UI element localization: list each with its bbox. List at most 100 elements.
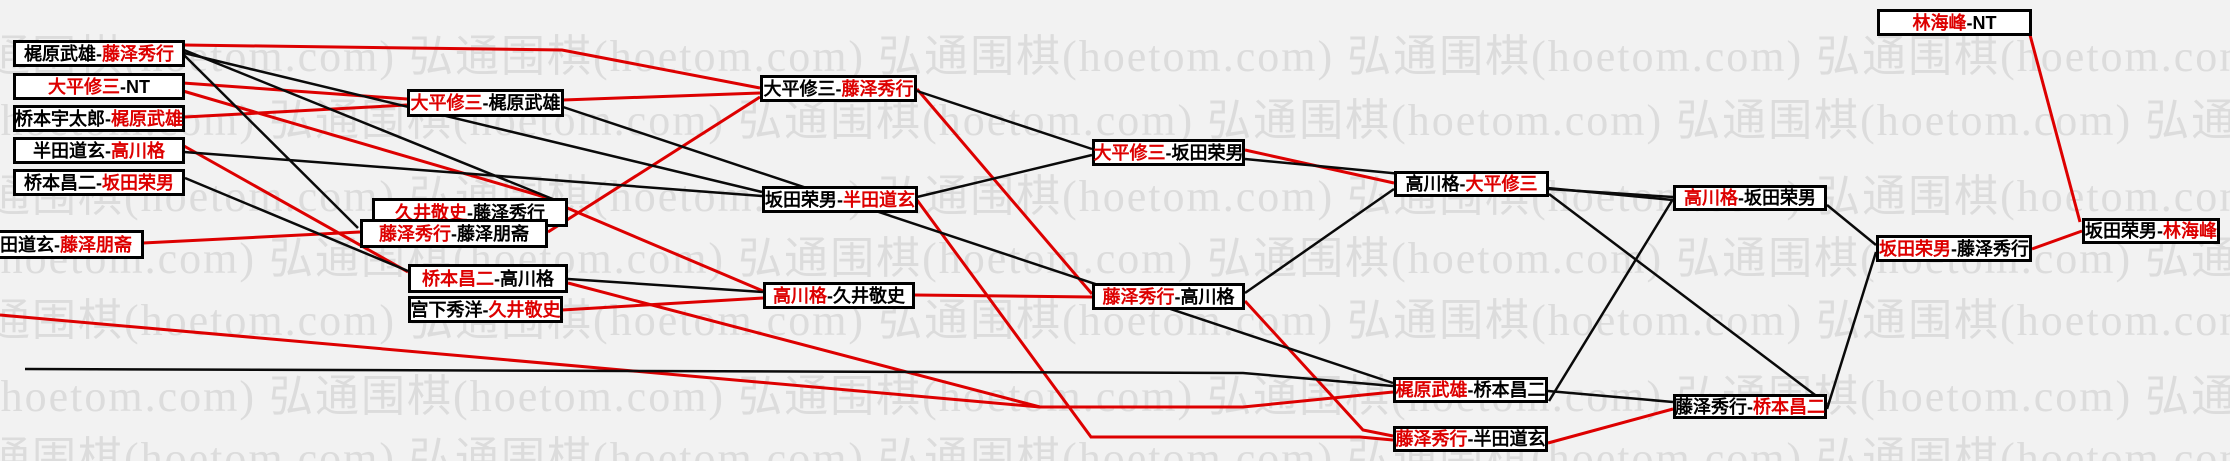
- match-box-b18: 藤泽秀行-半田道玄: [1393, 426, 1548, 452]
- winner-path-line: [2031, 229, 2083, 251]
- vs-dash: -: [451, 223, 457, 244]
- player-name-right: 藤泽朋斋: [60, 234, 132, 255]
- player-name-right: 久井敬史: [488, 299, 561, 320]
- player-path-line: [183, 51, 763, 194]
- player-name-right: 藤泽秀行: [473, 202, 545, 223]
- vs-dash: -: [827, 285, 833, 306]
- player-name-right: 久井敬史: [833, 285, 905, 306]
- winner-path-line: [182, 81, 408, 101]
- match-box-b11: 宫下秀洋-久井敬史: [408, 296, 563, 323]
- player-name-left: 藤泽秀行: [379, 223, 451, 244]
- match-box-b14: 高川格-久井敬史: [763, 282, 915, 309]
- vs-dash: -: [96, 172, 102, 193]
- player-name-left: 藤泽秀行: [1395, 429, 1468, 449]
- player-name-right: 林海峰: [2163, 221, 2217, 241]
- player-path-line: [1244, 187, 1395, 295]
- player-path-line: [24, 367, 1394, 388]
- player-name-left: 坂田荣男: [1879, 238, 1951, 259]
- match-box-b22: 坂田荣男-藤泽秀行: [1876, 235, 2032, 262]
- player-name-left: 藤泽秀行: [1102, 286, 1175, 307]
- player-name-left: 大平修三: [410, 93, 483, 113]
- vs-dash: -: [1747, 396, 1753, 417]
- winner-path-line: [562, 91, 761, 102]
- player-name-right: 高川格: [1180, 286, 1235, 307]
- match-box-b23: 林海峰-NT: [1877, 9, 2032, 36]
- player-name-left: 大平修三: [48, 76, 120, 97]
- match-box-b7: 大平修三-梶原武雄: [407, 89, 564, 117]
- winner-path-line: [915, 199, 1394, 442]
- player-path-line: [916, 89, 1093, 151]
- match-box-b2: 大平修三-NT: [13, 73, 185, 100]
- winner-path-line: [2028, 34, 2082, 223]
- match-box-b4: 半田道玄-高川格: [13, 137, 185, 164]
- match-box-b19: 高川格-大平修三: [1394, 171, 1549, 197]
- player-path-line: [184, 176, 409, 273]
- vs-dash: -: [96, 43, 102, 64]
- player-name-right: 坂田荣男: [1171, 142, 1244, 163]
- player-name-left: 梶原武雄: [1395, 380, 1468, 400]
- player-path-line: [1825, 251, 1878, 410]
- player-name-right: 藤泽秀行: [1957, 238, 2029, 259]
- player-path-line: [1547, 389, 1674, 404]
- player-name-left: 梶原武雄: [24, 43, 96, 64]
- vs-dash: -: [1174, 286, 1181, 307]
- player-name-left: 高川格: [1405, 174, 1460, 194]
- winner-path-line: [915, 88, 1094, 295]
- vs-dash: -: [1966, 12, 1973, 33]
- winner-path-line: [182, 89, 566, 205]
- vs-dash: -: [494, 268, 500, 289]
- match-box-b17: 梶原武雄-桥本昌二: [1393, 377, 1548, 403]
- match-box-b13: 坂田荣男-半田道玄: [762, 186, 918, 213]
- player-path-line: [183, 150, 763, 198]
- winner-path-line: [914, 293, 1093, 299]
- match-box-b16: 藤泽秀行-高川格: [1092, 283, 1245, 310]
- winner-path-line: [184, 103, 408, 119]
- vs-dash: -: [120, 76, 126, 97]
- player-name-left: 桥本宇太郎: [15, 108, 105, 129]
- winner-path-line: [547, 95, 761, 234]
- player-path-line: [1548, 187, 1674, 199]
- player-name-left: 桥本昌二: [422, 268, 494, 289]
- match-box-b24: 坂田荣男-林海峰: [2082, 218, 2220, 244]
- match-box-b5: 桥本昌二-坂田荣男: [13, 169, 185, 196]
- winner-path-line: [564, 205, 764, 293]
- player-name-right: 藤泽秀行: [841, 78, 914, 99]
- vs-dash: -: [1165, 142, 1172, 163]
- player-name-right: 藤泽朋斋: [457, 223, 529, 244]
- player-name-left: 林海峰: [1912, 12, 1967, 33]
- winner-path-line: [1243, 299, 1394, 438]
- player-name-right: 桥本昌二: [1473, 380, 1546, 400]
- player-path-line: [567, 277, 764, 294]
- match-box-b21: 藤泽秀行-桥本昌二: [1673, 394, 1827, 419]
- vs-dash: -: [1738, 188, 1744, 208]
- player-name-left: 大平修三: [1093, 142, 1166, 163]
- vs-dash: -: [1467, 380, 1474, 400]
- player-path-line: [183, 54, 359, 229]
- match-box-b1: 梶原武雄-藤泽秀行: [13, 40, 185, 67]
- match-box-b20: 高川格-坂田荣男: [1673, 185, 1827, 211]
- player-name-right: 大平修三: [1465, 174, 1538, 194]
- winner-path-line: [0, 313, 1041, 409]
- vs-dash: -: [54, 234, 60, 255]
- player-name-right: NT: [126, 76, 150, 97]
- player-name-right: 高川格: [111, 140, 165, 161]
- vs-dash: -: [467, 202, 473, 223]
- player-name-right: 坂田荣男: [102, 172, 174, 193]
- player-name-right: 梶原武雄: [488, 93, 561, 113]
- player-name-right: 藤泽秀行: [102, 43, 174, 64]
- player-name-left: 大平修三: [763, 78, 836, 99]
- match-box-b3: 桥本宇太郎-梶原武雄: [13, 105, 185, 132]
- player-name-left: 桥本昌二: [24, 172, 96, 193]
- match-box-b15: 大平修三-坂田荣男: [1092, 139, 1245, 166]
- vs-dash: -: [1459, 174, 1466, 194]
- winner-path-line: [183, 144, 409, 274]
- player-name-right: 半田道玄: [1473, 429, 1546, 449]
- player-path-line: [183, 48, 566, 206]
- player-name-left: 半田道玄: [0, 234, 54, 255]
- vs-dash: -: [2157, 221, 2163, 241]
- player-name-left: 坂田荣男: [765, 189, 837, 210]
- match-box-b10: 桥本昌二-高川格: [408, 264, 568, 293]
